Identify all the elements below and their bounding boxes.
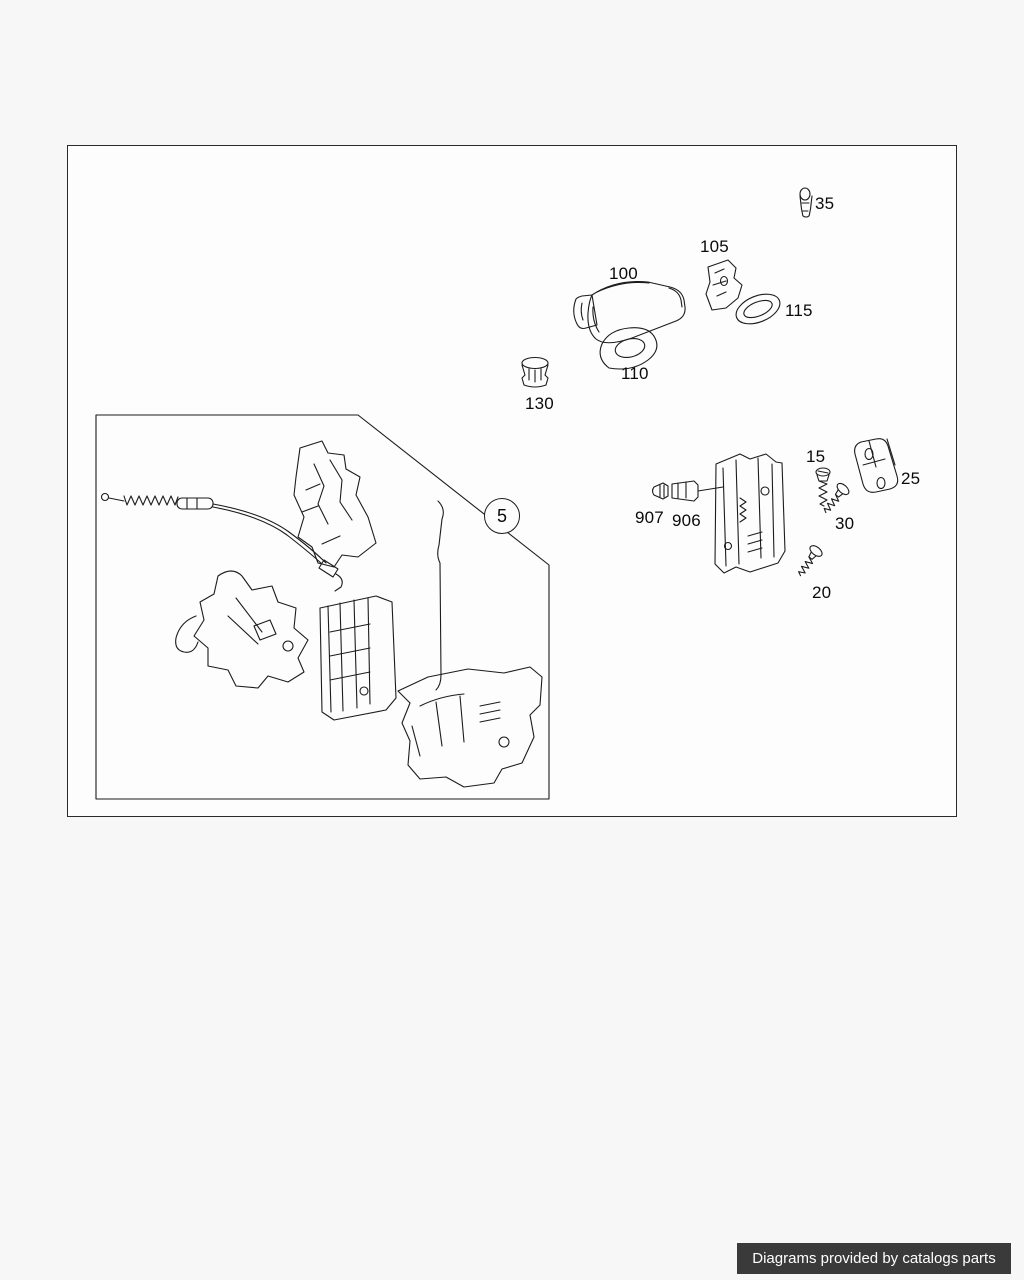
part-label-906: 906 (672, 511, 701, 530)
part-105-bracket-drawing (705, 259, 743, 311)
part-25-striker-drawing (854, 438, 899, 493)
part-door-lock-assembly-drawing (714, 453, 786, 574)
part-115-seal-drawing (735, 293, 781, 325)
part-label-130: 130 (525, 394, 554, 413)
part-label-25: 25 (901, 469, 921, 488)
part-35-pin-drawing (799, 187, 813, 218)
part-label-15: 15 (806, 447, 826, 466)
part-906-connector-drawing (671, 480, 724, 502)
subassembly-box-outline (95, 414, 550, 800)
part-label-35: 35 (815, 194, 835, 213)
footer-text: Diagrams provided by catalogs parts (752, 1250, 996, 1267)
part-label-30: 30 (835, 514, 855, 533)
part-inner-bracket-drawing (293, 440, 377, 568)
part-15-screw-drawing (815, 467, 831, 507)
part-label-907: 907 (635, 508, 664, 527)
part-20-screw-drawing (798, 545, 823, 577)
part-label-110: 110 (621, 364, 649, 383)
diagram-frame (67, 145, 957, 817)
part-30-screw-drawing (823, 482, 850, 514)
part-lock-rod-drawing (435, 500, 444, 691)
part-110-cover-drawing (599, 327, 658, 370)
part-label-20: 20 (812, 583, 832, 602)
part-lever-assembly-drawing (175, 570, 309, 689)
part-100-handle-drawing (573, 280, 686, 344)
part-cable-drawing (100, 492, 343, 592)
part-label-115: 115 (785, 301, 813, 320)
parts-diagram-drawing (95, 187, 899, 800)
part-907-plug-drawing (651, 482, 669, 500)
part-130-grommet-drawing (521, 356, 549, 388)
part-label-105: 105 (700, 237, 729, 256)
callout-circle-5: 5 (484, 498, 520, 534)
footer-badge: Diagrams provided by catalogs parts (737, 1243, 1011, 1274)
part-inner-panel-drawing (397, 666, 543, 788)
part-actuator-drawing (319, 595, 397, 721)
part-label-100: 100 (609, 264, 638, 283)
